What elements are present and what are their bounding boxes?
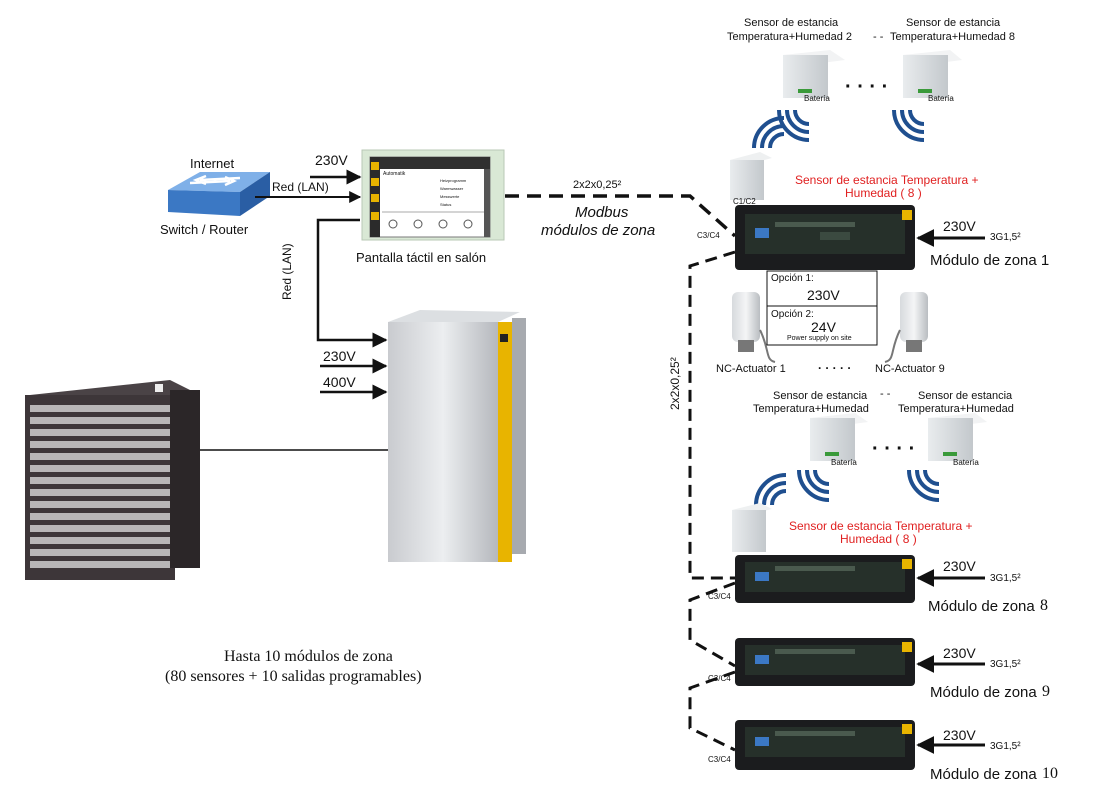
zone1-sensor-red-line1: Sensor de estancia Temperatura + [795, 173, 979, 187]
room-sensor-2-icon [783, 50, 845, 98]
outdoor-unit-icon [25, 380, 200, 580]
option1-value: 230V [807, 287, 840, 303]
room-sensor-a-icon [810, 413, 868, 461]
zone9-name: Módulo de zona [930, 684, 1037, 701]
sensor-a-subtitle: Temperatura+Humedad [753, 403, 869, 415]
battery-label: Batería [928, 94, 954, 103]
zone1-terminal: C3/C4 [697, 231, 720, 240]
actuator-1-label: NC-Actuator 1 [716, 363, 786, 375]
wireless-icon [907, 468, 941, 502]
zone9-number: 9 [1042, 683, 1050, 700]
zone8-cable: 3G1,5² [990, 573, 1021, 584]
wireless-icon [754, 473, 788, 507]
modbus-title: Modbus [575, 204, 629, 221]
sensor-dash: - - [873, 31, 884, 43]
option2-note: Power supply on site [787, 335, 852, 342]
option1-label: Opción 1: [771, 273, 814, 284]
lan-vertical-label: Red (LAN) [280, 243, 294, 300]
touch-ui-item: Messwerte [440, 194, 460, 199]
lan-line-heatpump [316, 218, 388, 348]
zone10-cable: 3G1,5² [990, 741, 1021, 752]
summary-line2: (80 sensores + 10 salidas programables) [165, 668, 422, 685]
wireless-icon [797, 468, 831, 502]
zone8-power: 230V [943, 558, 976, 574]
sensor-b-subtitle: Temperatura+Humedad [898, 403, 1014, 415]
modbus-subtitle: módulos de zona [541, 222, 656, 239]
sensor-8-title: Sensor de estancia [906, 17, 1001, 29]
option2-label: Opción 2: [771, 309, 814, 320]
zone8-sensor-red-line2: Humedad ( 8 ) [840, 532, 917, 546]
zone8-sensor-red-line1: Sensor de estancia Temperatura + [789, 519, 973, 533]
battery-label: Batería [831, 458, 857, 467]
touch-ui-item: Automatik [383, 171, 406, 177]
wireless-icon [892, 108, 926, 142]
touch-power-label: 230V [315, 152, 348, 168]
zone-bus-line-3 [688, 670, 736, 752]
battery-label: Batería [953, 458, 979, 467]
touch-ui-item: Status [440, 202, 452, 207]
battery-label: Batería [804, 94, 830, 103]
bus-vertical-cable-label: 2x2x0,25² [668, 357, 682, 410]
supply-options-box [766, 270, 878, 346]
zone8-number: 8 [1040, 597, 1048, 614]
zone-bus-line-2 [688, 581, 736, 668]
summary-line1: Hasta 10 módulos de zona [224, 648, 393, 665]
actuator-1-icon [732, 292, 776, 363]
zone-module-10-icon [735, 720, 915, 770]
touch-ui-item: Heizprogramm [440, 178, 467, 183]
zone8-name: Módulo de zona [928, 598, 1035, 615]
switch-router-icon [168, 172, 270, 216]
touch-ui-item: Warmwasser [440, 186, 464, 191]
zone1-cable: 3G1,5² [990, 232, 1021, 243]
sensor-dots: · · · · [845, 76, 889, 98]
zone9-terminal: C3/C4 [708, 674, 731, 683]
actuator-9-icon [884, 292, 928, 363]
sensor-dash: - - [880, 388, 891, 400]
option2-value: 24V [811, 319, 836, 335]
touchscreen-label: Pantalla táctil en salón [356, 250, 487, 265]
zone-module-9-icon [735, 638, 915, 686]
actuator-9-label: NC-Actuator 9 [875, 363, 945, 375]
zone9-power: 230V [943, 645, 976, 661]
switch-router-label: Switch / Router [160, 222, 249, 237]
actuator-dots: · · · · · [818, 361, 852, 375]
room-sensor-b-icon [928, 413, 987, 461]
room-sensor-8-icon [903, 50, 962, 98]
zone-module-1-icon [730, 152, 915, 270]
zone-bus-line [688, 250, 736, 580]
zone10-number: 10 [1042, 765, 1058, 782]
heatpump-power-230: 230V [323, 348, 356, 364]
zone1-sensor-red-line2: Humedad ( 8 ) [845, 186, 922, 200]
zone1-terminal-top: C1/C2 [733, 197, 756, 206]
zone9-cable: 3G1,5² [990, 659, 1021, 670]
zone8-terminal: C3/C4 [708, 592, 731, 601]
heatpump-power-400: 400V [323, 374, 356, 390]
touchscreen-device [361, 149, 505, 241]
sensor-b-title: Sensor de estancia [918, 390, 1013, 402]
sensor-dots: · · · · [872, 438, 916, 460]
bus-cable-label: 2x2x0,25² [573, 179, 622, 191]
zone-module-8-icon [732, 503, 915, 603]
zone1-power: 230V [943, 218, 976, 234]
zone10-power: 230V [943, 727, 976, 743]
internet-label: Internet [190, 156, 235, 171]
heatpump-indoor-icon [388, 310, 526, 562]
zone10-name: Módulo de zona [930, 766, 1037, 783]
sensor-2-subtitle: Temperatura+Humedad 2 [727, 31, 853, 43]
zone10-terminal: C3/C4 [708, 755, 731, 764]
modbus-line [505, 194, 737, 238]
sensor-8-subtitle: Temperatura+Humedad 8 [890, 31, 1016, 43]
lan-label: Red (LAN) [272, 180, 329, 194]
sensor-2-title: Sensor de estancia [744, 17, 839, 29]
zone1-name: Módulo de zona 1 [930, 252, 1050, 269]
sensor-a-title: Sensor de estancia [773, 390, 868, 402]
